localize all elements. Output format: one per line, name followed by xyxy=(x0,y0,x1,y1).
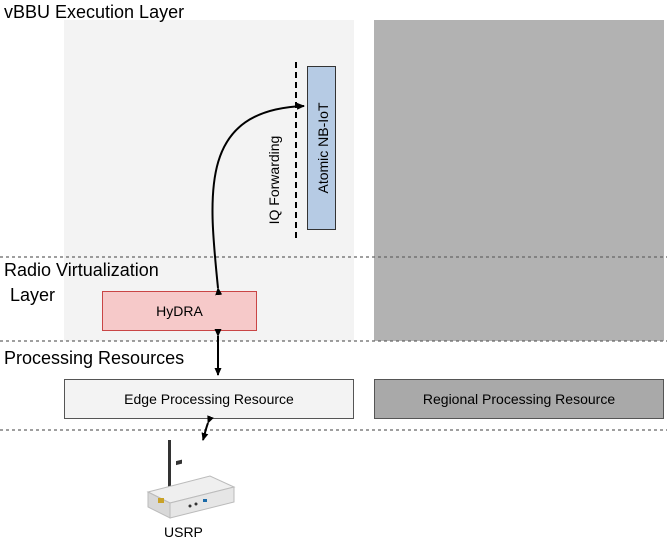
processing-resources-label: Processing Resources xyxy=(4,348,185,368)
regional-processing-resource-box[interactable]: Regional Processing Resource xyxy=(374,379,664,419)
vbbu-layer-label: vBBU Execution Layer xyxy=(4,2,185,22)
regional-column-background xyxy=(374,20,664,341)
edge-column-background xyxy=(64,20,354,341)
hydra-box[interactable]: HyDRA xyxy=(102,291,257,331)
hydra-to-nbiot-arrow xyxy=(211,102,305,296)
edge-to-usrp-arrow xyxy=(201,415,214,441)
edge-processing-resource-box[interactable]: Edge Processing Resource xyxy=(64,379,354,419)
atomic-nbiot-box[interactable]: Atomic NB-IoT xyxy=(307,66,336,230)
radio-virtualization-label-line1: Radio Virtualization xyxy=(4,260,159,280)
usrp-device-icon xyxy=(146,440,236,519)
usrp-label: USRP xyxy=(164,524,203,540)
radio-virtualization-label-line2: Layer xyxy=(10,285,56,305)
